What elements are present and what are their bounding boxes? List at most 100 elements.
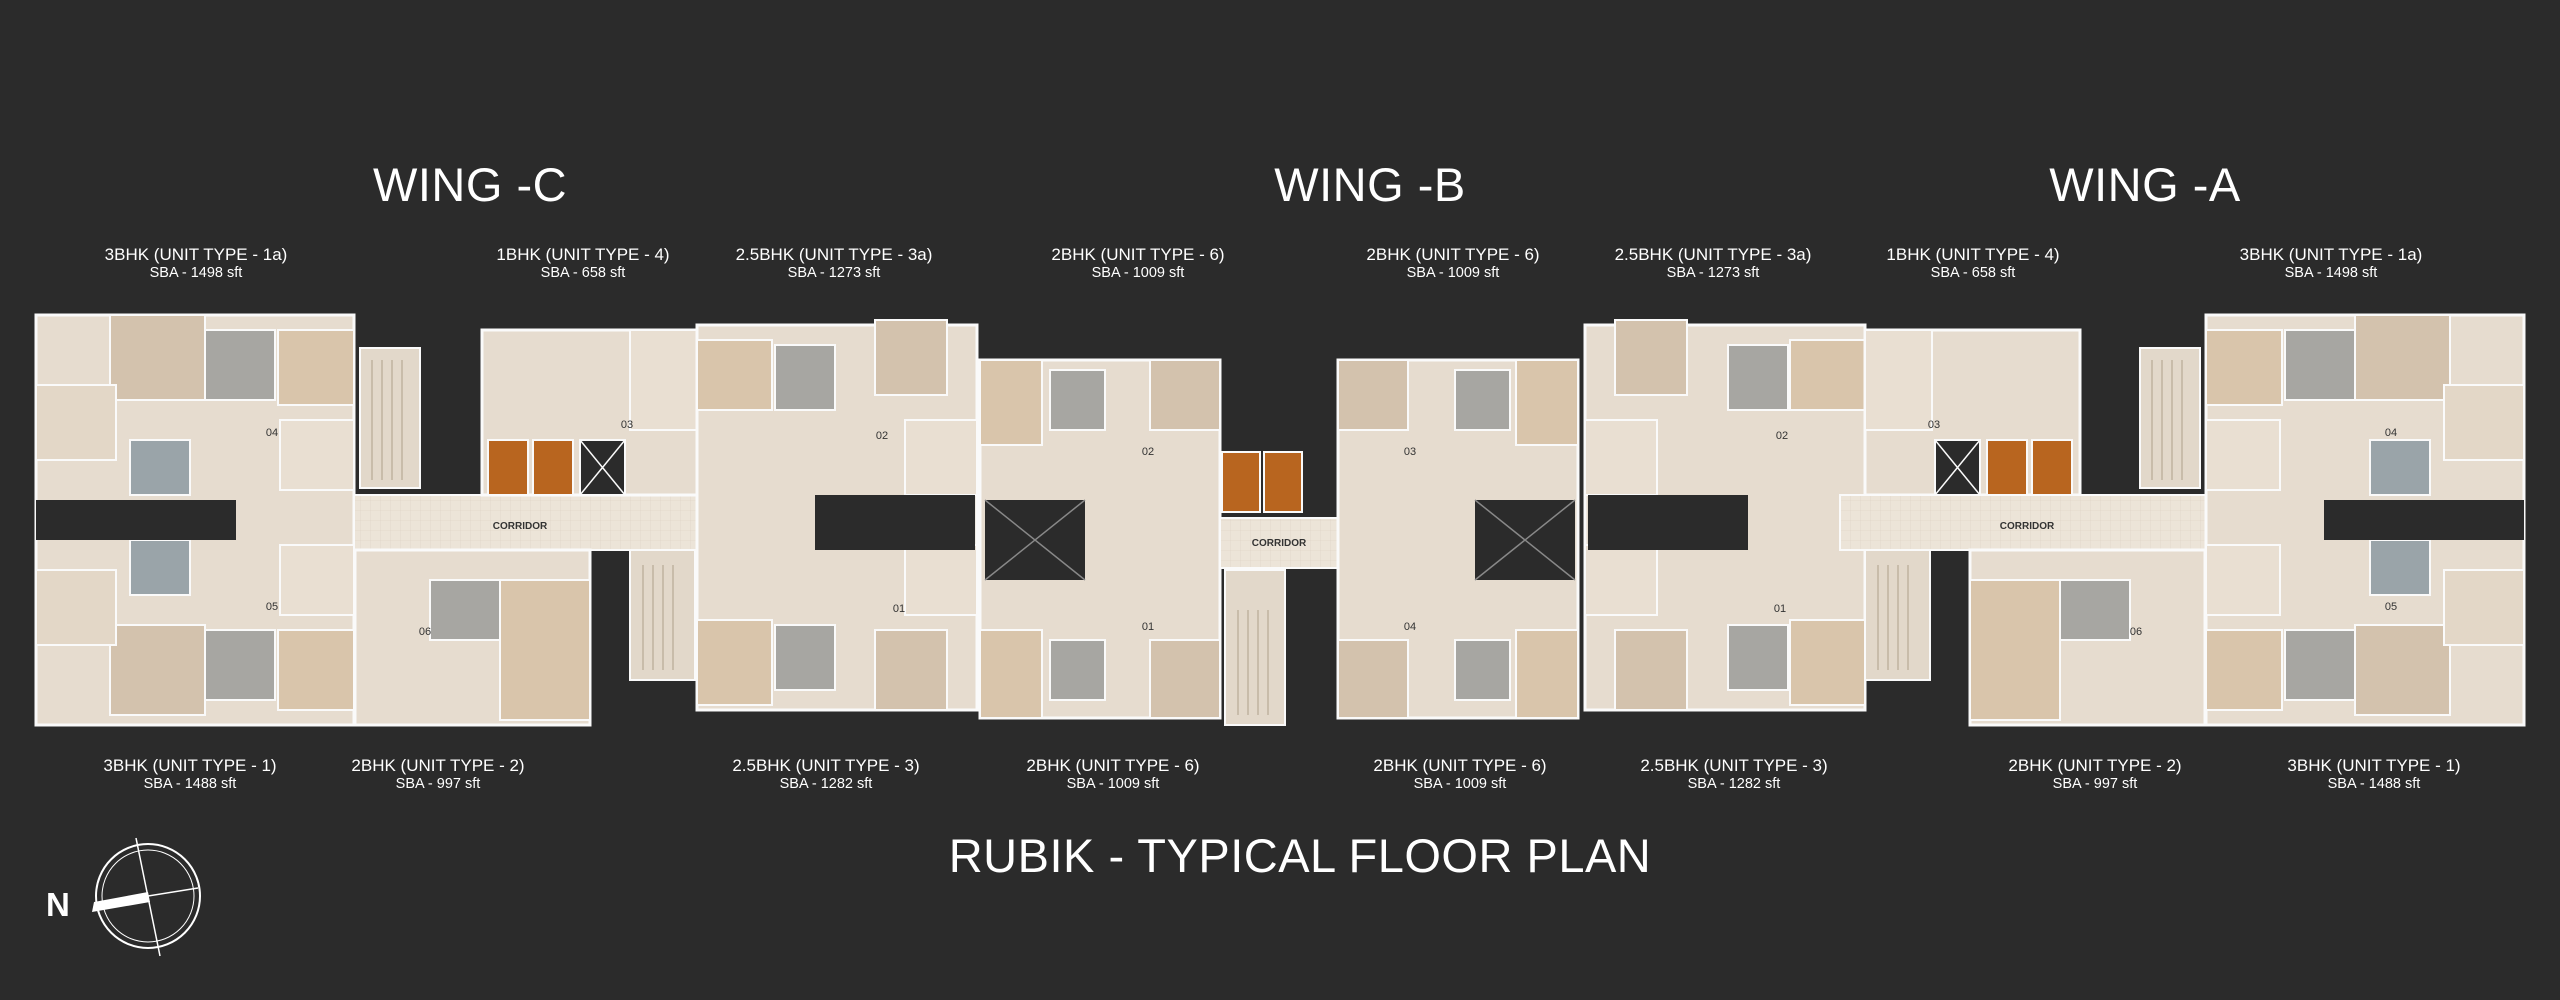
flat-number: 02 <box>876 430 888 442</box>
flat-number: 04 <box>2385 427 2397 439</box>
room <box>2059 579 2131 641</box>
room <box>1515 359 1579 446</box>
unit-label-top-1: 3BHK (UNIT TYPE - 1a) SBA - 1498 sft <box>105 245 288 283</box>
room <box>499 579 591 721</box>
room <box>1727 624 1789 691</box>
room <box>277 329 355 406</box>
room <box>874 319 948 396</box>
unit-sba: SBA - 1009 sft <box>1066 776 1160 792</box>
unit-type: 1BHK (UNIT TYPE - 4) <box>496 245 670 264</box>
lift <box>1263 451 1303 513</box>
unit-sba: SBA - 658 sft <box>540 265 626 281</box>
room <box>2354 624 2451 716</box>
unit-type: 2BHK (UNIT TYPE - 6) <box>1366 245 1540 264</box>
unit-sba: SBA - 997 sft <box>2052 776 2138 792</box>
unit-sba: SBA - 1488 sft <box>2327 776 2421 792</box>
unit-type: 3BHK (UNIT TYPE - 1) <box>2287 756 2461 775</box>
room <box>129 539 191 596</box>
wing-b-corridor <box>1219 517 1339 569</box>
unit-sba: SBA - 1282 sft <box>1687 776 1781 792</box>
shaft <box>815 495 975 550</box>
unit-type: 2.5BHK (UNIT TYPE - 3) <box>1640 756 1828 775</box>
room <box>2205 419 2281 491</box>
room <box>2369 439 2431 496</box>
flat-number: 01 <box>893 603 905 615</box>
flat-number: 01 <box>1774 603 1786 615</box>
unit-type: 2.5BHK (UNIT TYPE - 3a) <box>1614 245 1812 264</box>
room <box>774 344 836 411</box>
room <box>696 619 773 706</box>
wing-b-plan <box>978 358 1580 726</box>
wing-c-title: WING -C <box>372 158 568 211</box>
room <box>2284 629 2356 701</box>
lift <box>1986 439 2028 496</box>
unit-type: 3BHK (UNIT TYPE - 1a) <box>2239 245 2423 264</box>
unit-type: 2.5BHK (UNIT TYPE - 3a) <box>735 245 933 264</box>
north-arrow-icon <box>92 892 150 912</box>
flat-number: 02 <box>1142 446 1154 458</box>
unit-sba: SBA - 658 sft <box>1930 265 2016 281</box>
room <box>429 579 501 641</box>
room <box>2443 384 2525 461</box>
corridor-label-b: CORRIDOR <box>1252 538 1307 549</box>
room <box>874 629 948 711</box>
room <box>1337 359 1409 431</box>
stair <box>359 347 421 489</box>
unit-sba: SBA - 997 sft <box>395 776 481 792</box>
room <box>204 329 276 401</box>
unit-sba: SBA - 1498 sft <box>2284 265 2378 281</box>
room <box>1584 419 1658 496</box>
north-label: N <box>46 886 70 923</box>
room <box>1584 544 1658 616</box>
flat-number: 04 <box>1404 621 1416 633</box>
room <box>1049 369 1106 431</box>
flat-number: 03 <box>1404 446 1416 458</box>
unit-label-top-2: 1BHK (UNIT TYPE - 4) SBA - 658 sft <box>496 245 669 283</box>
room <box>979 359 1043 446</box>
flat-number: 06 <box>2130 626 2142 638</box>
wing-b-title: WING -B <box>1274 158 1466 211</box>
unit-type: 2BHK (UNIT TYPE - 6) <box>1026 756 1200 775</box>
room <box>1727 344 1789 411</box>
room <box>979 629 1043 719</box>
unit-label-bottom-8: 3BHK (UNIT TYPE - 1) SBA - 1488 sft <box>2287 756 2460 794</box>
flat-number: 02 <box>1776 430 1788 442</box>
room <box>35 384 117 461</box>
flat-number: 06 <box>419 626 431 638</box>
room <box>904 544 978 616</box>
corridor-label-c: CORRIDOR <box>493 521 548 532</box>
lift <box>1221 451 1261 513</box>
unit-label-top-7: 1BHK (UNIT TYPE - 4) SBA - 658 sft <box>1886 245 2059 283</box>
unit-sba: SBA - 1009 sft <box>1406 265 1500 281</box>
room <box>2205 329 2283 406</box>
lift <box>2031 439 2073 496</box>
unit-sba: SBA - 1009 sft <box>1091 265 1185 281</box>
room <box>2369 539 2431 596</box>
wing-a-plan <box>1583 313 2526 727</box>
room <box>904 419 978 496</box>
room <box>279 544 355 616</box>
stair <box>2139 347 2201 489</box>
unit-sba: SBA - 1282 sft <box>779 776 873 792</box>
unit-sba: SBA - 1009 sft <box>1413 776 1507 792</box>
unit-sba: SBA - 1488 sft <box>143 776 237 792</box>
room <box>277 629 355 711</box>
unit-label-top-5: 2BHK (UNIT TYPE - 6) SBA - 1009 sft <box>1366 245 1539 283</box>
unit-type: 2BHK (UNIT TYPE - 6) <box>1373 756 1547 775</box>
unit-label-top-8: 3BHK (UNIT TYPE - 1a) SBA - 1498 sft <box>2240 245 2423 283</box>
room <box>1515 629 1579 719</box>
room <box>2354 314 2451 401</box>
flat-number: 03 <box>621 419 633 431</box>
unit-label-top-3: 2.5BHK (UNIT TYPE - 3a) SBA - 1273 sft <box>736 245 933 283</box>
stair <box>1224 569 1286 726</box>
room <box>1789 619 1866 706</box>
room <box>1149 639 1221 719</box>
unit-type: 2.5BHK (UNIT TYPE - 3) <box>732 756 920 775</box>
room <box>1864 329 1933 431</box>
room <box>696 339 773 411</box>
corridor-label-a: CORRIDOR <box>2000 521 2055 532</box>
flat-number: 04 <box>266 427 278 439</box>
room <box>1454 639 1511 701</box>
room <box>1789 339 1866 411</box>
